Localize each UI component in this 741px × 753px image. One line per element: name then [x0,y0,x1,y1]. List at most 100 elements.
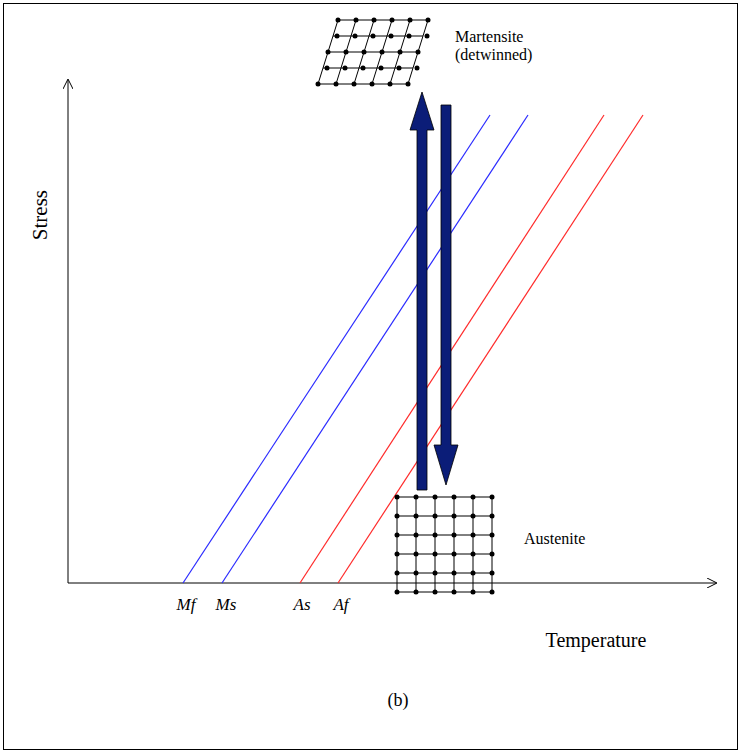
lattice-line [492,497,493,592]
lattice-atom [433,590,438,595]
lattice-atom [316,82,321,87]
lattice-atom [388,82,393,87]
lattice-atom [353,34,358,39]
austenite-lattice [395,495,495,595]
temperature-axis [68,583,716,584]
lattice-line [397,497,398,592]
phase-label: Martensite (detwinned) [455,28,555,65]
lattice-atom [452,533,457,538]
lattice-atom [335,34,340,39]
lattice-atom [490,571,495,576]
lattice-line [338,20,428,21]
frame [4,4,738,750]
lattice-atom [370,82,375,87]
lattice-line [397,516,492,517]
lattice-atom [380,50,385,55]
lattice-atom [452,571,457,576]
axis-title: Temperature [546,629,647,652]
lattice-atom [490,514,495,519]
lattice-line [397,592,492,593]
lattice-atom [344,50,349,55]
lattice-atom [415,66,420,71]
loading-arrow [410,92,434,490]
lattice-line [354,20,374,84]
lattice-atom [471,571,476,576]
ms-line [222,115,528,583]
lattice-atom [452,552,457,557]
lattice-atom [361,66,366,71]
lattice-atom [414,495,419,500]
lattice-atom [433,533,438,538]
temperature-mark: Ms [216,595,237,615]
lattice-atom [425,34,430,39]
lattice-atom [471,495,476,500]
lattice-atom [352,82,357,87]
lattice-atom [371,34,376,39]
temperature-mark: Mf [177,595,196,615]
lattice-atom [416,50,421,55]
lattice-line [328,52,418,53]
lattice-atom [395,533,400,538]
lattice-atom [433,552,438,557]
lattice-atom [408,18,413,23]
lattice-atom [395,571,400,576]
lattice-atom [414,590,419,595]
lattice-atom [395,590,400,595]
lattice-atom [452,590,457,595]
lattice-atom [336,18,341,23]
lattice-atom [398,50,403,55]
lattice-atom [414,571,419,576]
lattice-atom [343,66,348,71]
lattice-atom [471,533,476,538]
lattice-atom [414,533,419,538]
lattice-atom [490,533,495,538]
lattice-line [454,497,455,592]
lattice-atom [471,514,476,519]
lattice-atom [452,495,457,500]
lattice-atom [471,552,476,557]
figure-caption: (b) [388,690,409,711]
lattice-atom [452,514,457,519]
lattice-line [397,535,492,536]
stress-axis [68,80,69,583]
lattice-line [372,20,392,84]
lattice-atom [414,552,419,557]
lattice-line [397,497,492,498]
lattice-atom [354,18,359,23]
lattice-line [390,20,410,84]
martensite-lattice [316,18,431,87]
lattice-atom [372,18,377,23]
lattice-line [397,554,492,555]
lattice-atom [334,82,339,87]
phase-label: Austenite [524,530,585,548]
lattice-line [416,497,417,592]
lattice-line [336,20,356,84]
lattice-atom [433,571,438,576]
lattice-atom [395,495,400,500]
lattice-atom [471,590,476,595]
lattice-atom [390,18,395,23]
temperature-mark: Af [333,595,348,615]
lattice-line [435,497,436,592]
as-line [300,115,604,583]
lattice-atom [379,66,384,71]
lattice-atom [426,18,431,23]
lattice-atom [406,82,411,87]
lattice-line [397,573,492,574]
temperature-mark: As [294,595,311,615]
lattice-line [473,497,474,592]
lattice-atom [397,66,402,71]
af-line [338,115,643,583]
lattice-atom [326,50,331,55]
lattice-atom [490,495,495,500]
lattice-atom [407,34,412,39]
lattice-atom [490,590,495,595]
lattice-atom [325,66,330,71]
lattice-atom [433,495,438,500]
axis-title: Stress [28,190,52,240]
lattice-atom [395,514,400,519]
lattice-atom [414,514,419,519]
lattice-atom [395,552,400,557]
lattice-atom [433,514,438,519]
